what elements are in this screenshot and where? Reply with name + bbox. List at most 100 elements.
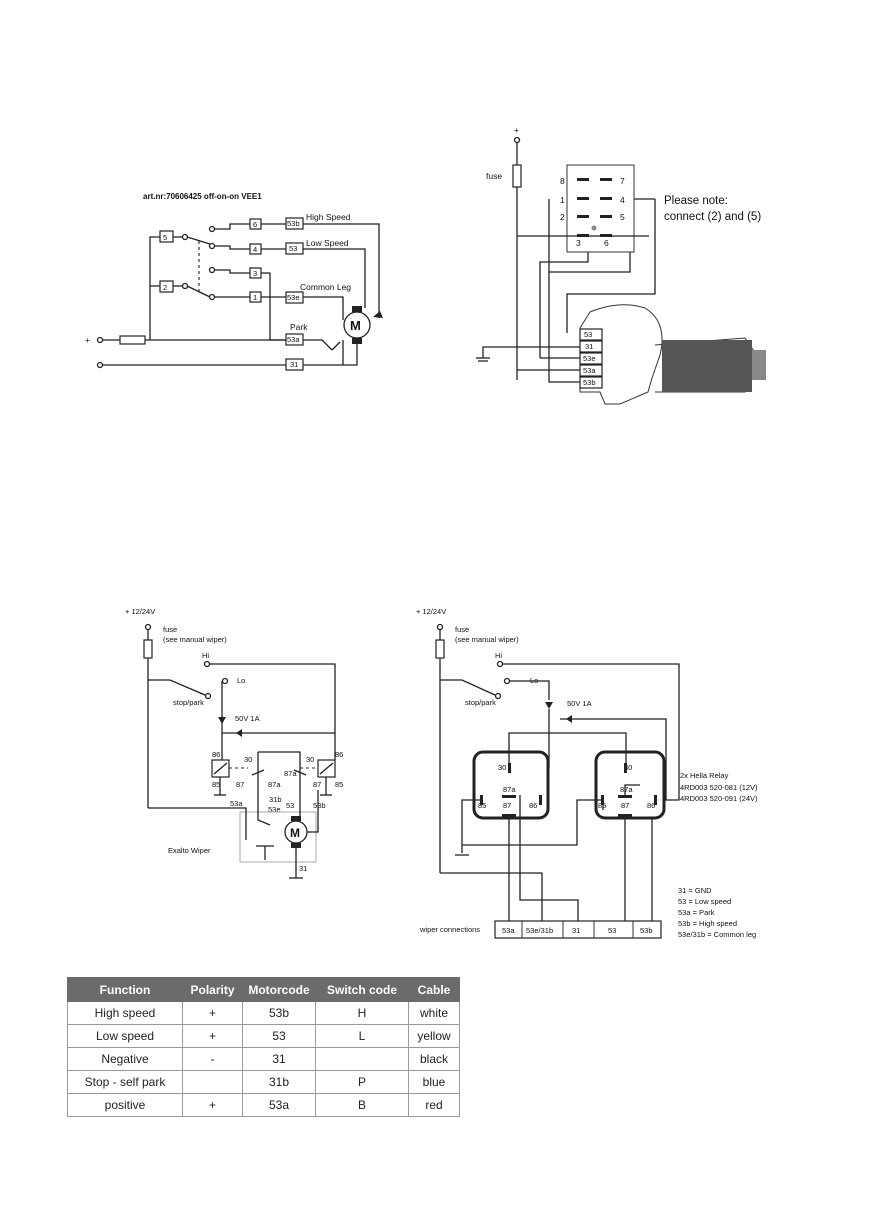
d4-legend-4: 53b = High speed [678, 919, 737, 928]
d3-pin-87a-r: 87a [284, 769, 297, 778]
switch-pos-5-label: 5 [163, 233, 167, 242]
diagram-3: + 12/24V fuse (see manual wiper) Hi Lo s… [125, 607, 343, 879]
cell-function: Low speed [67, 1024, 183, 1048]
d3-fuse-label: fuse [163, 625, 177, 634]
cell-function: Negative [67, 1047, 183, 1071]
diagram-1: art.nr:70606425 off-on-on VEE1 5 2 6 4 3… [85, 192, 383, 371]
d2-term-31-label: 31 [585, 342, 593, 351]
pin-1: 1 [560, 195, 565, 205]
cell-polarity: - [182, 1047, 243, 1071]
d3-pin-86-l: 86 [212, 750, 220, 759]
d4-wt-53b: 53b [640, 926, 653, 935]
label-high-speed: High Speed [306, 212, 351, 222]
diagram-1-title: art.nr:70606425 off-on-on VEE1 [143, 192, 262, 201]
cell-polarity [182, 1070, 243, 1094]
fuse-label-2: fuse [486, 171, 502, 181]
table-header-row: Function Polarity Motorcode Switch code … [67, 977, 460, 1002]
cell-motorcode: 31b [242, 1070, 316, 1094]
d4-stop-park: stop/park [465, 698, 496, 707]
wiper-motor-housing [579, 304, 663, 405]
switch-pos-2-label: 2 [163, 283, 167, 292]
table-row: positive + 53a B red [67, 1093, 460, 1117]
d4-relay-note-1: 2x Hella Relay [680, 771, 729, 780]
function-table: Function Polarity Motorcode Switch code … [67, 977, 460, 1117]
cell-switch-code [315, 1047, 409, 1071]
pin-2: 2 [560, 212, 565, 222]
d3-pin-86-r: 86 [335, 750, 343, 759]
d3-53e: 53e [268, 805, 281, 814]
d3-lo: Lo [237, 676, 245, 685]
note-line-1: Please note: [664, 195, 728, 207]
d4-connector-strip [494, 920, 662, 939]
diagram-4: + 12/24V fuse (see manual wiper) Hi Lo s… [416, 607, 758, 939]
cell-function: Stop - self park [67, 1070, 183, 1094]
cell-cable: blue [408, 1070, 460, 1094]
d4-legend-1: 31 = GND [678, 886, 712, 895]
d4-r1-86: 86 [529, 801, 537, 810]
d4-r1-87a: 87a [503, 785, 516, 794]
cell-motorcode: 53b [242, 1001, 316, 1025]
table-row: High speed + 53b H white [67, 1001, 460, 1025]
d3-pin-87-r: 87 [313, 780, 321, 789]
d4-r1-30: 30 [498, 763, 506, 772]
label-low-speed: Low Speed [306, 238, 349, 248]
d4-supply: + 12/24V [416, 607, 446, 616]
cell-polarity: + [182, 1024, 243, 1048]
d3-pin-85-l: 85 [212, 780, 220, 789]
term-3-label: 3 [253, 269, 257, 278]
cell-cable: black [408, 1047, 460, 1071]
label-park: Park [290, 322, 308, 332]
d2-term-53-label: 53 [584, 330, 592, 339]
d3-fuse-note: (see manual wiper) [163, 635, 227, 644]
d3-wiper-label: Exalto Wiper [168, 846, 211, 855]
note-line-2: connect (2) and (5) [664, 211, 761, 223]
d4-legend-2: 53 = Low speed [678, 897, 731, 906]
cell-cable: yellow [408, 1024, 460, 1048]
diagram-2: + fuse 8 7 1 4 2 5 3 6 Please note: conn… [476, 125, 766, 405]
d4-wt-53e31b: 53e/31b [526, 926, 553, 935]
d3-31b: 31b [269, 795, 282, 804]
table-row: Negative - 31 black [67, 1047, 460, 1071]
pin-4: 4 [620, 195, 625, 205]
pin-7: 7 [620, 176, 625, 186]
pin-5: 5 [620, 212, 625, 222]
d3-31: 31 [299, 864, 307, 873]
motor-31-label: 31 [290, 360, 298, 369]
d3-hi: Hi [202, 651, 209, 660]
pin-8: 8 [560, 176, 565, 186]
cell-polarity: + [182, 1093, 243, 1117]
term-1-label: 1 [253, 293, 257, 302]
d3-53: 53 [286, 801, 294, 810]
cell-switch-code: B [315, 1093, 409, 1117]
d3-fuse [143, 639, 153, 659]
motor-53a-label: 53a [287, 335, 300, 344]
d4-relay-note-3: 4RD003 520-091 (24V) [680, 794, 758, 803]
cell-function: positive [67, 1093, 183, 1117]
label-common-leg: Common Leg [300, 282, 351, 292]
d4-wiper-connections-label: wiper connections [419, 925, 480, 934]
d2-term-53a-label: 53a [583, 366, 596, 375]
d2-term-53e-label: 53e [583, 354, 596, 363]
wiring-table: Function Polarity Motorcode Switch code … [67, 977, 460, 1117]
cell-motorcode: 31 [242, 1047, 316, 1071]
d3-pin-87a-l: 87a [268, 780, 281, 789]
d4-relay-1 [472, 750, 550, 820]
plus-label: + [85, 335, 90, 345]
d2-term-53 [579, 328, 603, 341]
d4-legend-5: 53e/31b = Common leg [678, 930, 756, 939]
d3-53a: 53a [230, 799, 243, 808]
d4-fuse-note: (see manual wiper) [455, 635, 519, 644]
cell-switch-code: L [315, 1024, 409, 1048]
header-function: Function [67, 977, 183, 1002]
d4-legend-3: 53a = Park [678, 908, 715, 917]
d4-fuse [435, 639, 445, 659]
motor-53b-label: 53b [287, 219, 300, 228]
term-6-label: 6 [253, 220, 257, 229]
rocker-switch [566, 164, 635, 253]
d4-hi: Hi [495, 651, 502, 660]
d4-wt-53a: 53a [502, 926, 515, 935]
cell-cable: white [408, 1001, 460, 1025]
fuse-2 [512, 164, 522, 188]
cell-switch-code: P [315, 1070, 409, 1094]
